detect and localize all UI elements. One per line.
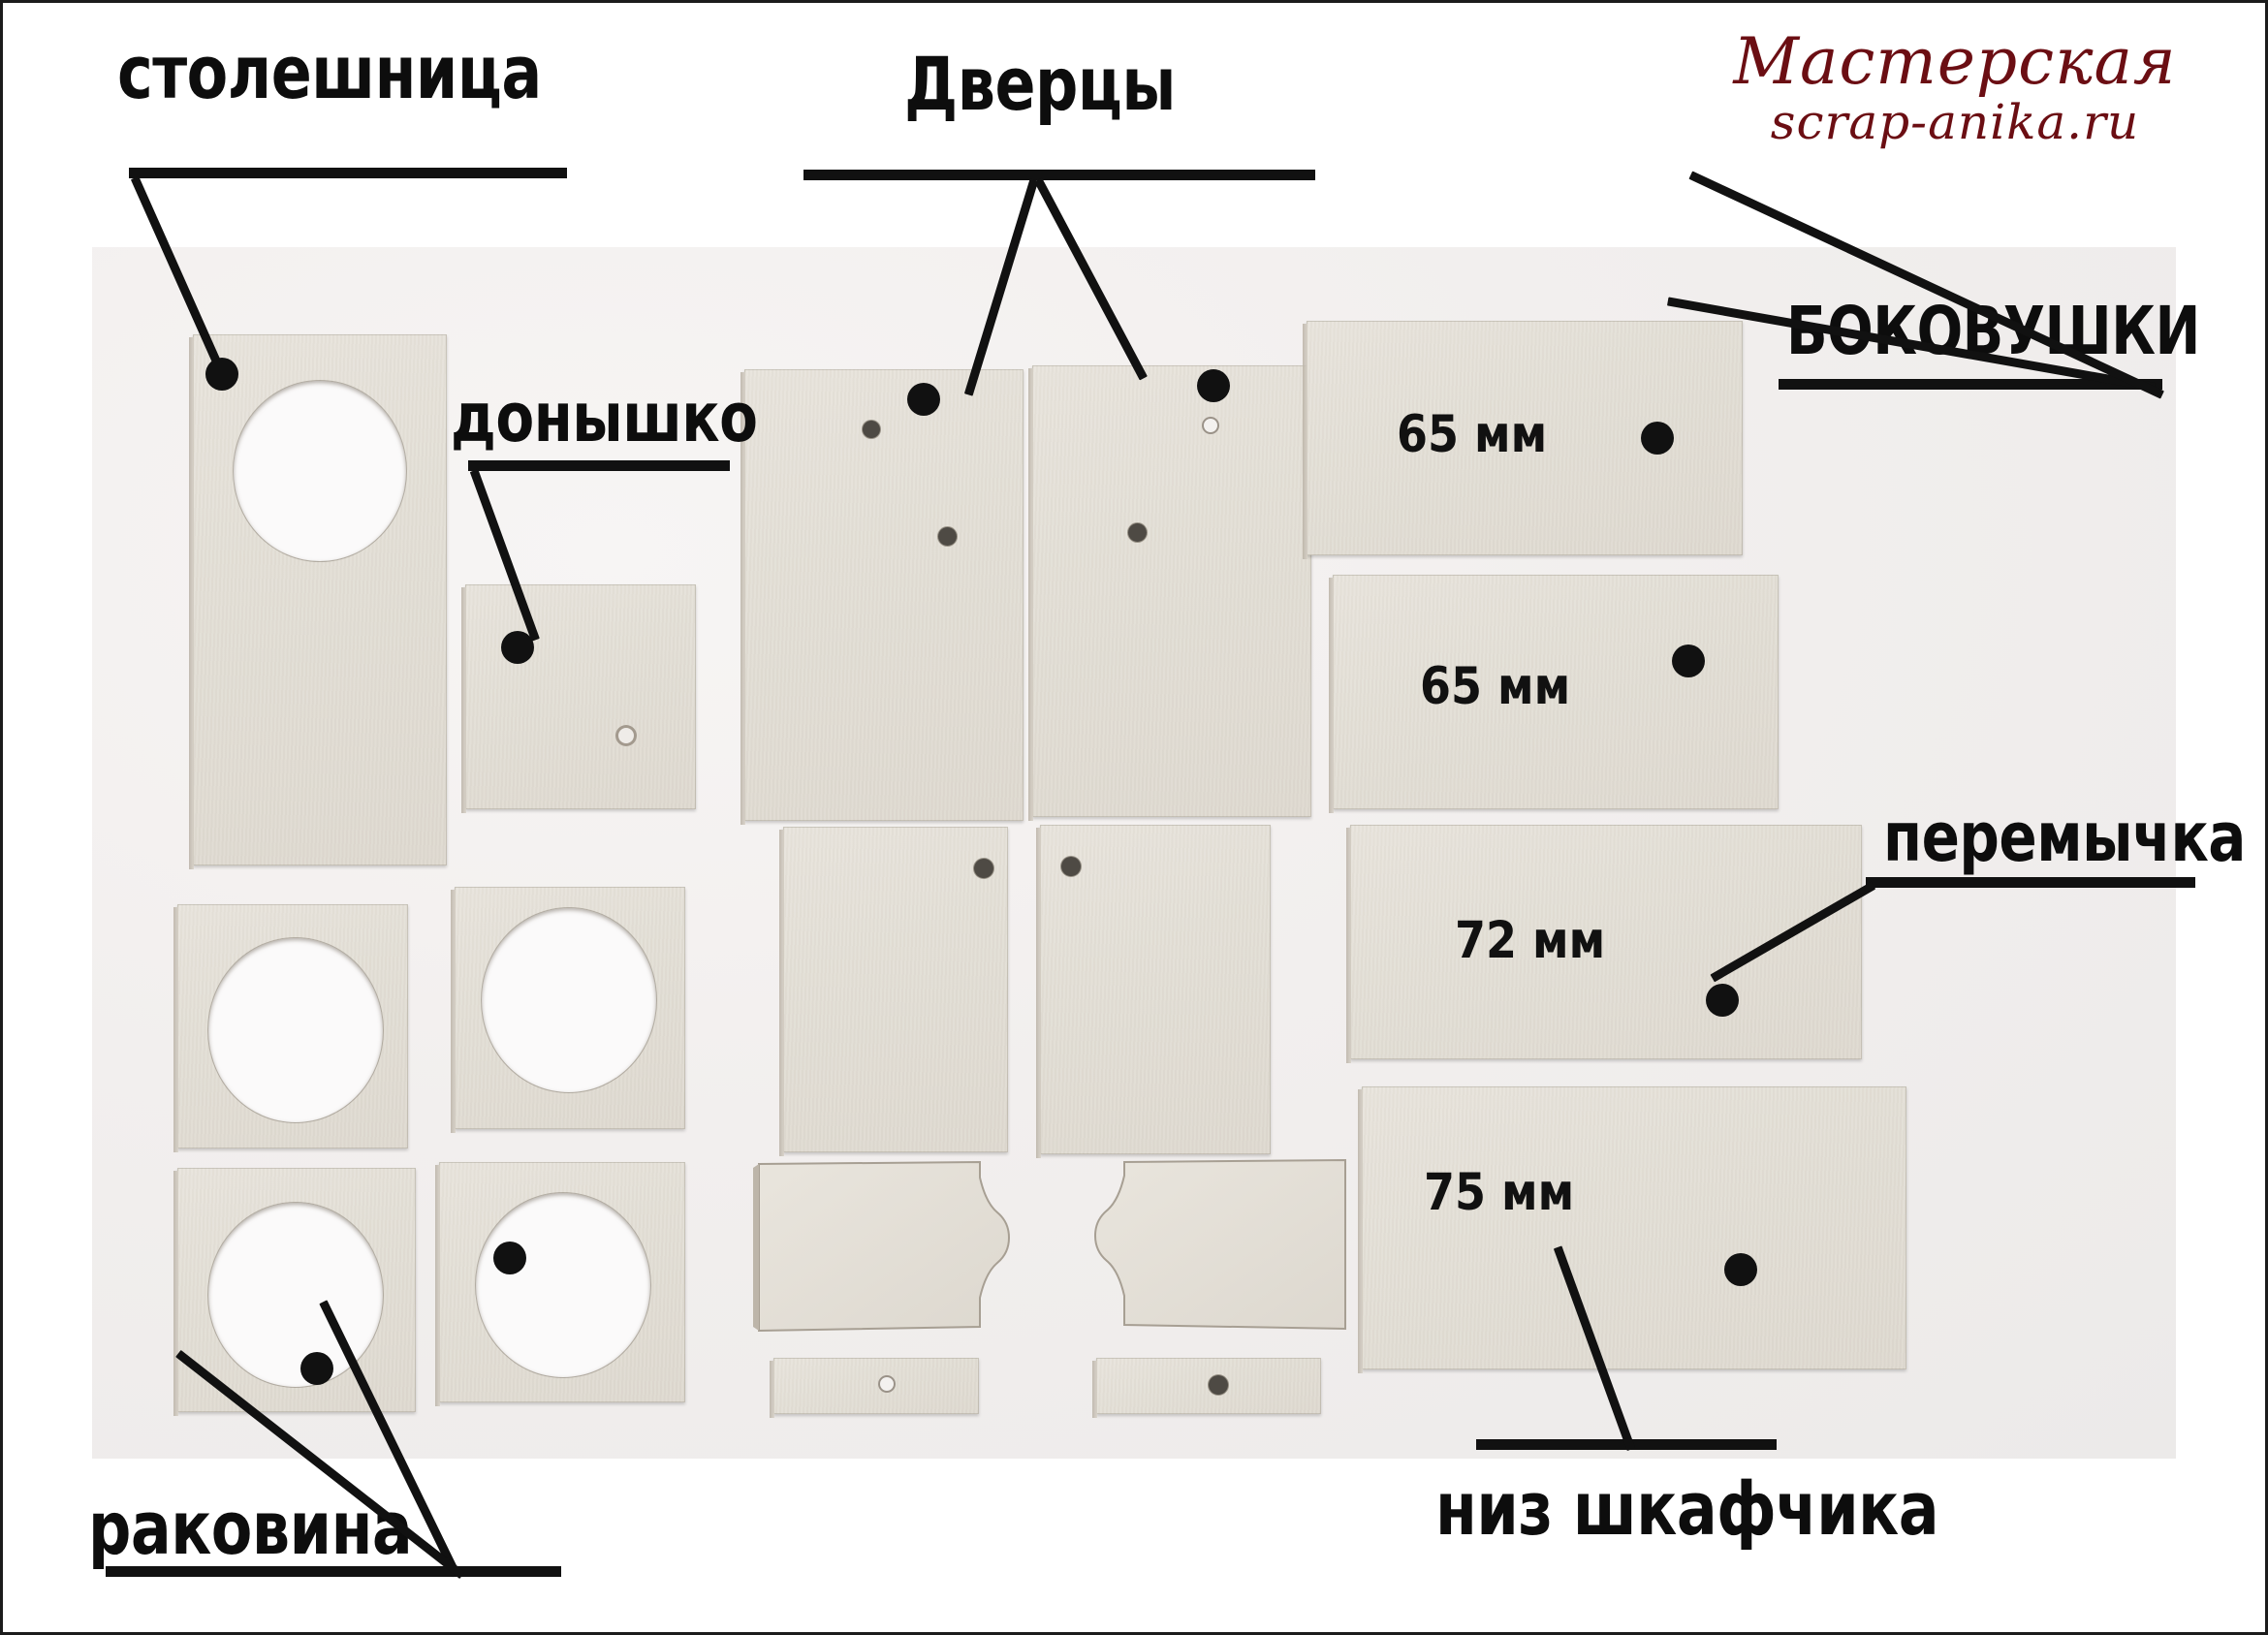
inner-panel-right-hole xyxy=(1061,857,1081,876)
underline-side-panels xyxy=(1779,379,2162,390)
watermark-line-2: scrap-anika.ru xyxy=(1770,94,2140,151)
bullet-sink-left xyxy=(300,1352,333,1385)
watermark-line-1: Мастерская xyxy=(1733,24,2177,99)
piece-sink-4 xyxy=(435,1162,685,1406)
measurement-bridge: 72 мм xyxy=(1455,910,1606,970)
piece-side-panel-2 xyxy=(1329,575,1779,813)
piece-bridge xyxy=(1346,825,1862,1063)
underline-bottom-plate xyxy=(468,460,730,471)
door-left-hole-mid xyxy=(938,527,957,546)
measurement-cabinet-bottom: 75 мм xyxy=(1424,1162,1575,1222)
bullet-side-panel-2 xyxy=(1672,645,1705,677)
bullet-bottom-plate xyxy=(501,631,534,664)
bullet-cabinet-bottom xyxy=(1724,1253,1757,1286)
watermark: Мастерская scrap-anika.ru xyxy=(1703,28,2207,148)
sink-hole-1 xyxy=(208,938,383,1122)
piece-profile-left xyxy=(749,1156,1040,1340)
door-right-hole-top xyxy=(1202,417,1219,434)
underline-countertop xyxy=(129,168,567,178)
strip-left-hole xyxy=(878,1375,896,1393)
bullet-side-panel-1 xyxy=(1641,422,1674,455)
piece-strip-left xyxy=(770,1358,979,1418)
bullet-door-left xyxy=(907,383,940,416)
piece-cabinet-bottom xyxy=(1358,1086,1906,1373)
bullet-bridge xyxy=(1706,984,1739,1017)
bullet-door-right xyxy=(1197,369,1230,402)
bullet-sink-right xyxy=(493,1242,526,1274)
label-sink: раковина xyxy=(88,1485,413,1572)
piece-profile-right xyxy=(1064,1154,1355,1338)
label-cabinet-bottom: низ шкафчика xyxy=(1435,1465,1939,1553)
countertop-hole xyxy=(234,381,406,561)
piece-door-right xyxy=(1028,365,1311,821)
label-bridge: перемычка xyxy=(1883,797,2246,878)
label-bottom-plate: донышко xyxy=(451,377,758,458)
underline-bridge xyxy=(1866,877,2195,888)
bottom-plate-hole xyxy=(615,725,637,746)
piece-countertop xyxy=(189,334,447,869)
piece-sink-2 xyxy=(451,887,685,1133)
piece-strip-right xyxy=(1092,1358,1321,1418)
measurement-side-1: 65 мм xyxy=(1397,404,1548,464)
piece-sink-1 xyxy=(173,904,408,1152)
door-left-hole-top xyxy=(863,421,880,438)
inner-panel-left-hole xyxy=(974,859,993,878)
sink-hole-3 xyxy=(208,1203,383,1387)
profile-right-shape xyxy=(1093,1158,1346,1331)
sink-hole-2 xyxy=(482,908,656,1092)
bullet-countertop xyxy=(205,358,238,391)
sink-hole-4 xyxy=(476,1193,650,1377)
piece-inner-panel-right xyxy=(1036,825,1271,1158)
door-right-hole-mid xyxy=(1128,523,1147,542)
piece-sink-3 xyxy=(173,1168,416,1416)
profile-left-shape xyxy=(753,1160,1011,1333)
measurement-side-2: 65 мм xyxy=(1420,656,1571,716)
strip-right-hole xyxy=(1209,1375,1228,1395)
piece-door-left xyxy=(740,369,1024,825)
label-countertop: столешница xyxy=(117,29,542,116)
label-doors: Дверцы xyxy=(904,41,1176,128)
piece-inner-panel-left xyxy=(779,827,1008,1156)
underline-sink xyxy=(106,1566,561,1577)
underline-doors xyxy=(803,170,1315,180)
piece-bottom-plate xyxy=(461,584,696,813)
